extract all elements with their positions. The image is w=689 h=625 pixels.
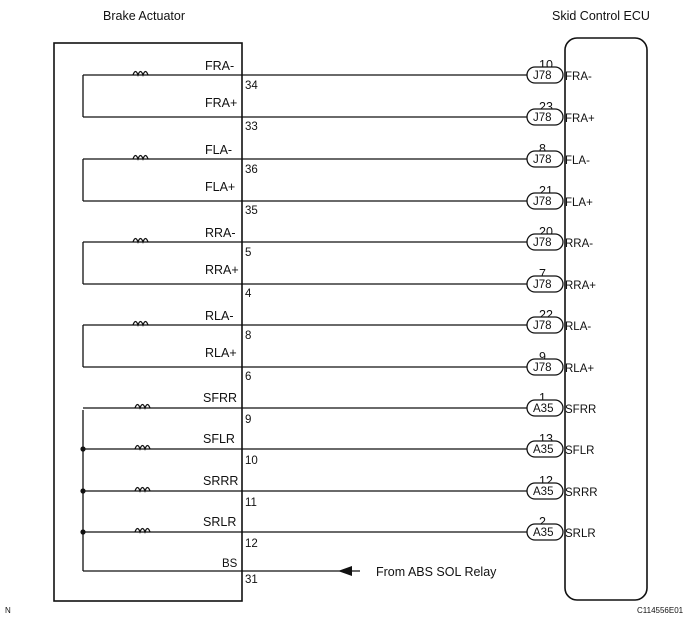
skid-control-ecu-box — [564, 37, 648, 601]
connector-oval — [526, 523, 564, 541]
bs-source-note: From ABS SOL Relay — [376, 565, 497, 579]
terminal-label: FLA- — [205, 143, 232, 157]
coil-icon — [132, 70, 149, 77]
ecu-terminal-label: SFLR — [565, 445, 594, 457]
terminal-label: FRA+ — [205, 96, 237, 110]
connector-oval — [526, 233, 564, 251]
terminal-label: RLA+ — [205, 346, 237, 360]
footer-code: C114556E01 — [637, 606, 684, 615]
ecu-pin-number: 2 — [539, 515, 546, 529]
pin-number: 5 — [245, 247, 251, 259]
ecu-pin-number: 9 — [539, 350, 546, 364]
terminal-label: FLA+ — [205, 180, 235, 194]
pin-number: 12 — [245, 538, 258, 550]
connector-code: J78 — [533, 196, 552, 208]
connector-oval — [526, 66, 564, 84]
terminal-label: FRA- — [205, 59, 234, 73]
connector-code: J78 — [533, 279, 552, 291]
ecu-terminal-label: SFRR — [565, 404, 596, 416]
brake-actuator-box — [53, 42, 243, 602]
bs-pin: 31 — [245, 574, 258, 586]
connector-oval — [526, 275, 564, 293]
connector-code: A35 — [533, 444, 553, 456]
ecu-terminal-label: RRA- — [565, 238, 593, 250]
terminal-label: SRLR — [203, 515, 236, 529]
connector-code: J78 — [533, 154, 552, 166]
skid-control-ecu-title: Skid Control ECU — [552, 9, 650, 23]
solenoid-coil-icon — [134, 403, 151, 410]
ecu-terminal-label: SRLR — [565, 528, 596, 540]
connector-oval — [526, 358, 564, 376]
pin-number: 33 — [245, 121, 258, 133]
pin-number: 6 — [245, 371, 251, 383]
coil-icon — [132, 320, 149, 327]
connector-oval — [526, 108, 564, 126]
terminal-label: SFLR — [203, 432, 235, 446]
connector-oval — [526, 399, 564, 417]
connector-code: J78 — [533, 70, 552, 82]
ecu-terminal-label: FLA+ — [565, 197, 593, 209]
pin-number: 11 — [245, 497, 257, 509]
ecu-terminal-label: SRRR — [565, 487, 598, 499]
connector-code: J78 — [533, 362, 552, 374]
connector-code: J78 — [533, 112, 552, 124]
connector-oval — [526, 150, 564, 168]
connector-oval — [526, 440, 564, 458]
connector-code: A35 — [533, 486, 553, 498]
ecu-pin-number: 8 — [539, 142, 546, 156]
ecu-terminal-label: FRA+ — [565, 113, 595, 125]
solenoid-coil-icon — [134, 527, 151, 534]
terminal-label: SFRR — [203, 391, 237, 405]
terminal-label: SRRR — [203, 474, 238, 488]
terminal-label: RLA- — [205, 309, 233, 323]
terminal-label: RRA+ — [205, 263, 239, 277]
pin-number: 8 — [245, 330, 251, 342]
bs-arrow-icon — [338, 566, 352, 576]
connector-code: A35 — [533, 527, 553, 539]
ecu-terminal-label: RRA+ — [565, 280, 596, 292]
connector-oval — [526, 316, 564, 334]
solenoid-coil-icon — [134, 444, 151, 451]
ecu-terminal-label: RLA- — [565, 321, 591, 333]
ecu-terminal-label: FRA- — [565, 71, 592, 83]
ecu-terminal-label: FLA- — [565, 155, 590, 167]
connector-code: J78 — [533, 320, 552, 332]
ecu-terminal-label: RLA+ — [565, 363, 594, 375]
pin-number: 36 — [245, 164, 258, 176]
ecu-pin-number: 1 — [539, 391, 546, 405]
pin-number: 9 — [245, 414, 251, 426]
connector-oval — [526, 192, 564, 210]
pin-number: 34 — [245, 80, 258, 92]
pin-number: 4 — [245, 288, 252, 300]
solenoid-coil-icon — [134, 486, 151, 493]
pin-number: 10 — [245, 455, 258, 467]
bs-label: BS — [222, 558, 238, 570]
pin-number: 35 — [245, 205, 258, 217]
terminal-label: RRA- — [205, 226, 236, 240]
ecu-pin-number: 7 — [539, 267, 546, 281]
coil-icon — [132, 237, 149, 244]
connector-code: J78 — [533, 237, 552, 249]
coil-icon — [132, 154, 149, 161]
connector-code: A35 — [533, 403, 553, 415]
footer-left: N — [5, 606, 11, 615]
brake-actuator-title: Brake Actuator — [103, 9, 185, 23]
connector-oval — [526, 482, 564, 500]
